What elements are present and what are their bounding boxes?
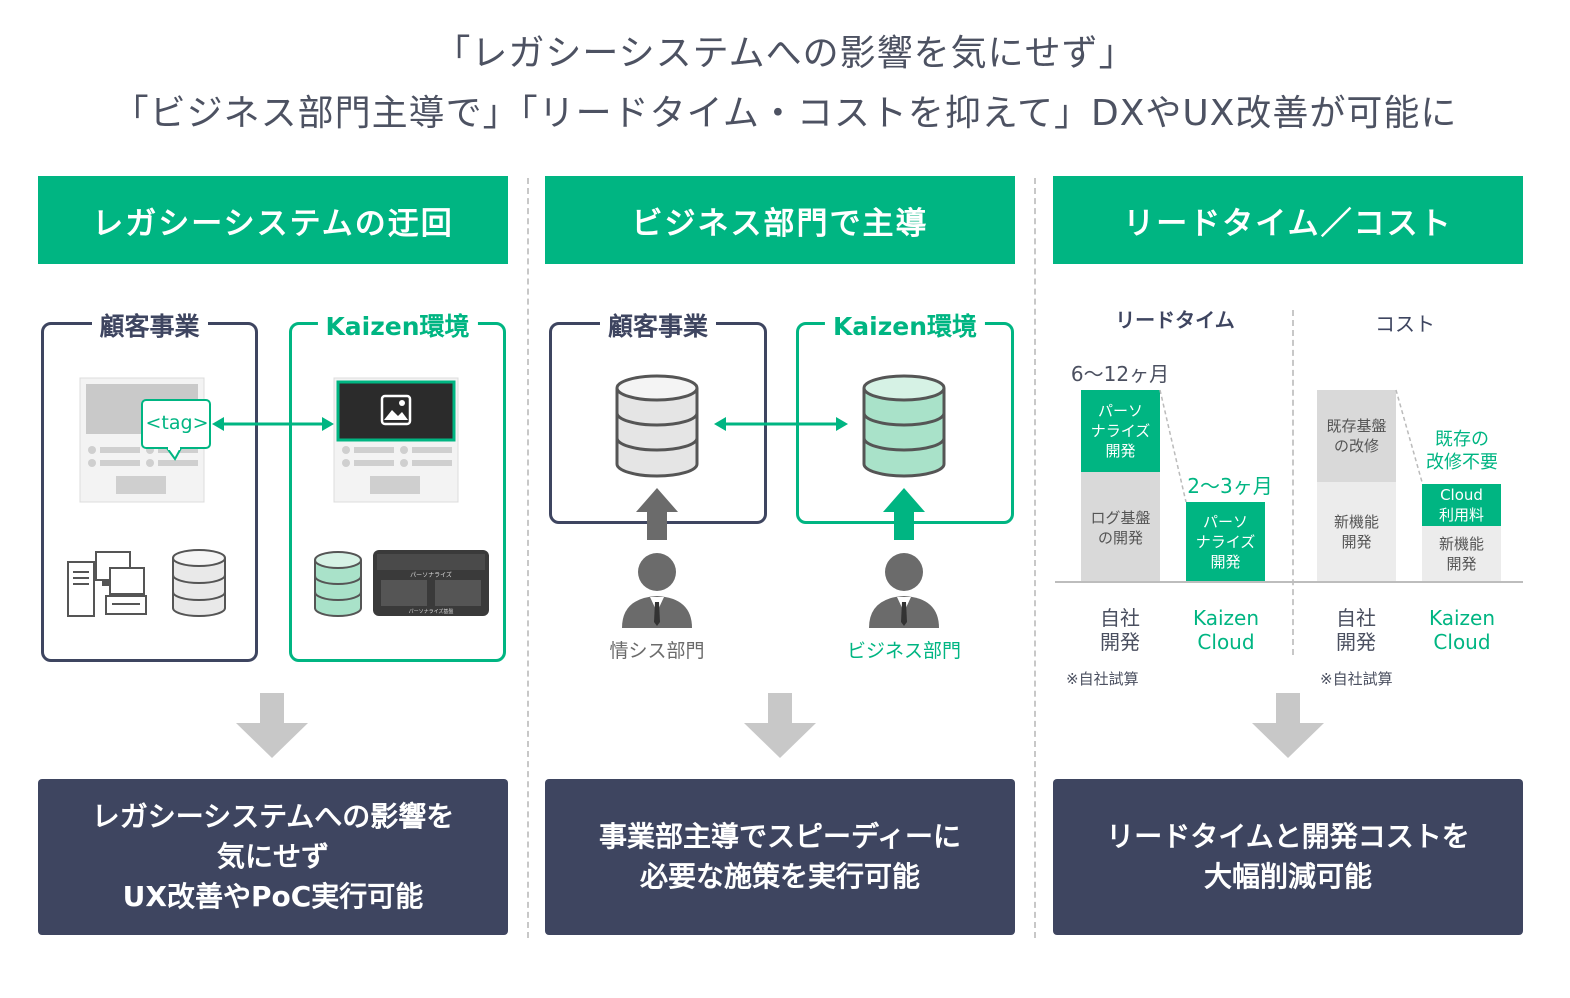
x-label-kaizen-cost: Kaizen Cloud [1428,606,1496,654]
column-3-header: リードタイム／コスト [1053,176,1523,264]
title-line-2: 「ビジネス部門主導で」「リードタイム・コストを抑えて」DXやUX改善が可能に [112,93,1458,134]
col2-right-up-arrow-icon [883,488,925,540]
kaizen-database-small-icon [314,551,362,617]
col3-down-arrow-icon [1252,693,1324,758]
column-2-header: ビジネス部門で主導 [545,176,1015,264]
col1-result-line-3: UX改善やPoC実行可能 [122,880,424,913]
kaizen-webpage-icon [333,377,459,503]
tag-bubble-icon [141,399,211,461]
cost-kaizen-new-bar: 新機能 開発 [1422,526,1501,582]
col1-result-line-2: 気にせず [216,840,329,873]
lt-trend-dashed-line [1159,389,1187,503]
col2-customer-database-icon [615,374,699,478]
lt-inhouse-log-bar: ログ基盤 の開発 [1081,472,1160,582]
column-3-result: リードタイムと開発コストを 大幅削減可能 [1053,779,1523,935]
col2-double-arrow-icon [714,417,848,431]
title-line-1: 「レガシーシステムへの影響を気にせず」 [434,33,1136,74]
cost-inhouse-new-bar: 新機能 開発 [1317,482,1396,582]
leadtime-title: リードタイム [1115,308,1235,332]
cost-kaizen-cloud-bar: Cloud 利用料 [1422,484,1501,526]
business-department-person-icon [869,553,939,628]
personalize-base-mini-label: パーソナライズ基盤 [409,608,454,615]
lt-kaizen-personalize-bar: パーソ ナライズ 開発 [1186,502,1265,582]
lt-inhouse-personalize-bar: パーソ ナライズ 開発 [1081,390,1160,472]
col1-double-arrow-icon [212,417,334,431]
cost-kaizen-no-modification-note: 既存の 改修不要 [1426,429,1498,473]
cost-title: コスト [1375,312,1435,336]
legacy-database-icon [172,549,226,617]
it-department-person-icon [622,553,692,628]
col1-kaizen-label: Kaizen環境 [317,307,478,343]
cost-footnote: ※自社試算 [1320,670,1393,688]
chart-baseline [1055,581,1523,583]
col2-result-line-1: 事業部主導でスピーディーに [598,820,962,853]
col2-left-up-arrow-icon [636,488,678,540]
col1-down-arrow-icon [236,693,308,758]
cost-kaizen-cloud-label: Cloud 利用料 [1438,486,1484,524]
x-label-inhouse-leadtime: 自社 開発 [1100,606,1140,654]
lt-kaizen-personalize-label: パーソ ナライズ 開発 [1195,513,1256,571]
column-divider-1 [527,178,529,938]
col2-customer-label: 顧客事業 [599,307,717,343]
chart-divider [1292,310,1294,655]
lt-inhouse-log-label: ログ基盤 の開発 [1090,509,1151,547]
col1-result-line-1: レガシーシステムへの影響を [91,800,455,833]
cost-inhouse-legacy-bar: 既存基盤 の改修 [1317,390,1396,482]
col3-result-line-2: 大幅削減可能 [1203,860,1372,893]
col1-customer-label: 顧客事業 [91,307,208,343]
tag-text: <tag> [145,412,209,434]
cost-inhouse-legacy-label: 既存基盤 の改修 [1326,417,1387,455]
column-1-result: レガシーシステムへの影響を 気にせず UX改善やPoC実行可能 [38,779,508,935]
leadtime-kaizen-total: 2〜3ヶ月 [1187,474,1273,498]
col2-result-line-2: 必要な施策を実行可能 [639,860,920,893]
column-1-header: レガシーシステムの迂回 [38,176,508,264]
x-label-inhouse-cost: 自社 開発 [1336,606,1376,654]
business-department-label: ビジネス部門 [846,640,961,662]
col2-kaizen-database-icon [862,374,946,478]
x-label-kaizen-leadtime: Kaizen Cloud [1192,606,1260,654]
legacy-computer-icon [67,551,147,617]
it-department-label: 情シス部門 [609,640,705,662]
col3-result-line-1: リードタイムと開発コストを [1106,820,1470,853]
col2-down-arrow-icon [744,693,816,758]
lt-inhouse-personalize-label: パーソ ナライズ 開発 [1090,402,1151,460]
cost-trend-dashed-line [1395,389,1423,483]
cost-inhouse-new-label: 新機能 開発 [1333,513,1379,551]
personalize-mini-label: パーソナライズ [410,571,452,579]
column-divider-2 [1034,178,1036,938]
leadtime-footnote: ※自社試算 [1066,670,1139,688]
column-2-result: 事業部主導でスピーディーに 必要な施策を実行可能 [545,779,1015,935]
personalize-panel-icon: パーソナライズ パーソナライズ基盤 [373,550,489,616]
cost-kaizen-new-label: 新機能 開発 [1438,535,1484,573]
leadtime-inhouse-total: 6〜12ヶ月 [1070,362,1170,386]
col2-kaizen-label: Kaizen環境 [824,307,986,343]
